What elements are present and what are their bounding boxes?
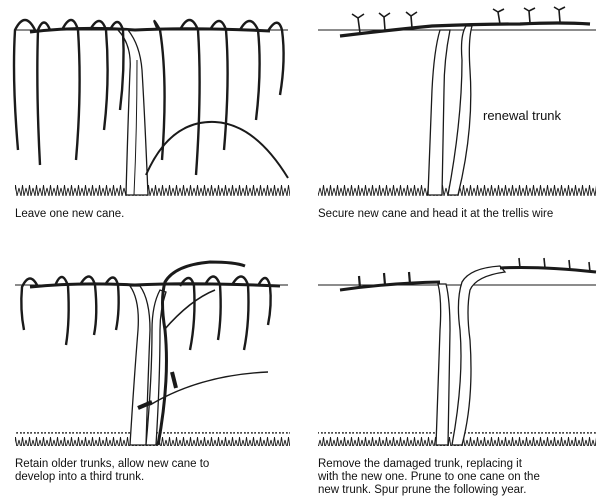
new-cane bbox=[146, 122, 288, 178]
new-trunk-cane bbox=[158, 262, 245, 445]
caption-bottom-right: Remove the damaged trunk, replacing it w… bbox=[318, 458, 540, 497]
renewal-trunk-label: renewal trunk bbox=[483, 108, 561, 123]
new-trunk bbox=[452, 266, 505, 445]
caption-line: new trunk. Spur prune the following year… bbox=[318, 484, 540, 497]
caption-top-right: Secure new cane and head it at the trell… bbox=[318, 208, 553, 221]
panel-bottom-left-illustration bbox=[15, 262, 290, 446]
caption-line: with the new one. Prune to one cane on t… bbox=[318, 471, 540, 484]
caption-line: Leave one new cane. bbox=[15, 208, 124, 221]
panel-top-right-illustration bbox=[318, 7, 596, 197]
panel-bottom-right-illustration bbox=[318, 258, 596, 446]
grass-strip bbox=[15, 183, 290, 197]
caption-bottom-left: Retain older trunks, allow new cane to d… bbox=[15, 458, 209, 484]
caption-line: Retain older trunks, allow new cane to bbox=[15, 458, 209, 471]
caption-line: Secure new cane and head it at the trell… bbox=[318, 208, 553, 221]
renewal-trunk bbox=[448, 26, 472, 195]
panel-top-left-illustration bbox=[14, 20, 290, 197]
old-trunk bbox=[436, 284, 450, 445]
old-trunk bbox=[130, 286, 150, 445]
caption-line: develop into a third trunk. bbox=[15, 471, 209, 484]
old-trunk bbox=[428, 30, 450, 195]
caption-top-left: Leave one new cane. bbox=[15, 208, 124, 221]
caption-line: Remove the damaged trunk, replacing it bbox=[318, 458, 540, 471]
